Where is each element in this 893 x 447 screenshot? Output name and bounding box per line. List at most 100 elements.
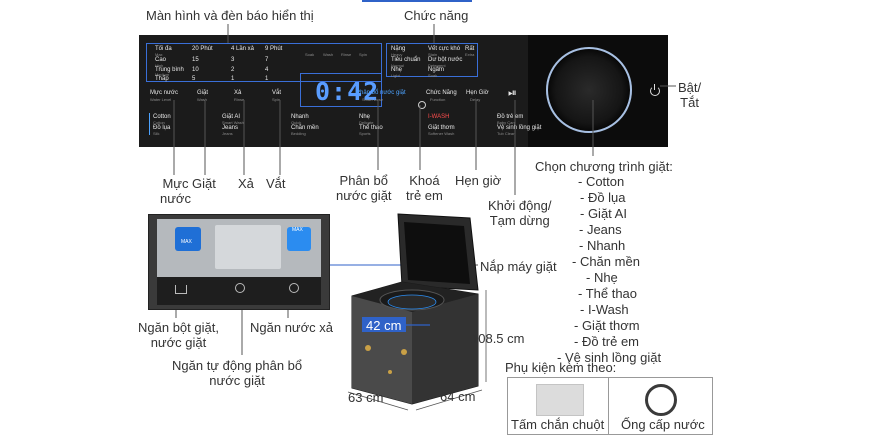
soak-3: 5 [192,76,196,82]
function-button-sub: Function [430,97,446,102]
prog-tub-clean[interactable]: Vệ sinh lồng giặt [497,125,542,131]
prog-bedding-sub: Bedding [291,131,306,136]
water-max-sub: Max [155,52,163,57]
callout-powder-2: nước giặt [150,335,207,350]
max-mark-right: MAX [292,227,303,233]
function-outline [386,43,478,77]
prog-jeans[interactable]: Jeans [222,125,239,131]
prog-cotton[interactable]: Cotton [153,114,171,120]
function-button[interactable]: Chức Năng Function [426,90,460,104]
spin-button-label: Vắt [272,90,282,96]
wash-button[interactable]: Giặt Wash [197,90,221,104]
rinse-3: 1 [231,76,235,82]
callout-timer: Hẹn giờ [455,173,502,188]
callout-start-1: Khởi động/ [488,198,552,213]
func-normal-sub: Normal [391,63,404,68]
func-stain: Vết cực khó [428,46,461,52]
soak-2: 10 [192,67,199,73]
prog-delicate[interactable]: Nhẹ [359,114,371,120]
prog-ai[interactable]: Giặt AI [222,114,241,120]
prog-softener-sub: Softener Wash [428,131,455,136]
program-item: - Cotton [578,174,625,189]
rinse-button-sub: Rinse [234,97,245,102]
func-detergent: Dư bột nước [428,57,463,63]
width-dimension: 63 cm [348,390,384,405]
program-item: - Đồ lụa [580,190,626,205]
callout-start: Khởi động/ Tạm dừng [488,198,551,228]
func-light-sub: Light [391,73,400,78]
spin-2: 4 [265,67,269,73]
water-low: Thấp [155,76,169,82]
program-item: - Thể thao [578,286,638,301]
func-extra-sub: Extra [465,52,475,57]
func-stain-sub: Stain [428,52,438,57]
height-dimension: 108.5 cm [471,331,525,346]
spin-1: 7 [265,57,269,63]
water-level-button-sub: Water Level [150,97,172,102]
programs-title: Chọn chương trình giặt: [535,159,673,174]
callout-auto-dose-1: Ngăn tự động phân bổ [172,358,303,373]
water-level-button[interactable]: Mực nước Water Level [150,90,184,104]
accessory-mouse-guard-label: Tấm chắn chuột [511,417,605,432]
prog-baby[interactable]: Đồ trẻ em [497,114,524,120]
prog-bedding[interactable]: Chăn mền [291,125,319,131]
callout-auto-dose: Ngăn tự động phân bổ nước giặt [172,358,302,388]
program-item: - Jeans [579,222,622,237]
func-light: Nhẹ [391,67,403,73]
callout-start-2: Tạm dừng [489,213,550,228]
auto-dose-icon [235,283,245,293]
mini-wash: Wash [323,52,334,57]
program-item: - Nhanh [579,238,626,253]
function-button-label: Chức Năng [426,90,457,96]
program-item: - Giặt thơm [574,318,640,333]
wash-button-label: Giặt [197,90,209,96]
mouse-guard-image [536,384,584,416]
callout-spin: Vắt [266,176,286,191]
water-high-sub: High [155,63,164,68]
callout-softener: Ngăn nước xả [250,320,333,335]
spin-button[interactable]: Vắt Spin [272,90,292,104]
smart-dose-button[interactable]: Phân bổ nước giặt Smart Dose [356,90,406,104]
detergent-drawer: MAX MAX [148,214,330,310]
rinse-2: 2 [231,67,235,73]
program-item: - Chăn mền [572,254,640,269]
callout-power-1: Bật/ [678,80,702,95]
func-heavy-sub: Heavy [391,52,403,57]
prog-softener[interactable]: Giặt thơm [428,125,455,131]
prog-iwash[interactable]: I-WASH [428,114,450,120]
prog-quick[interactable]: Nhanh [291,114,309,120]
prog-silk[interactable]: Đồ lụa [153,125,171,131]
water-high: Cao [155,57,167,63]
prog-tub-clean-sub: Tub Clean [497,131,516,136]
callout-wash: Giặt [192,176,216,191]
callout-smart-dose-1: Phân bổ [339,173,388,188]
prog-jeans-sub: Jeans [222,131,233,136]
top-divider [362,0,472,2]
spin-0: 9 Phút [265,46,283,52]
rinse-button-label: Xả [234,90,242,96]
prog-sports[interactable]: Thể thao [359,125,383,131]
lock-icon [418,101,426,109]
timer-button[interactable]: Hẹn Giờ Delay [466,90,492,104]
soak-0: 20 Phút [192,46,213,52]
timer-button-label: Hẹn Giờ [466,90,489,96]
play-pause-icon: ⏯ [508,86,517,99]
water-medium: Trung bình [155,67,184,73]
callout-auto-dose-2: nước giặt [209,373,265,388]
power-icon[interactable] [650,86,660,96]
program-item: - Giặt AI [580,206,627,221]
soak-1: 15 [192,57,199,63]
depth-dimension: 64 cm [440,389,476,404]
program-dial[interactable] [546,47,632,133]
accessory-water-hose-label: Ống cấp nước [621,417,705,432]
callout-rinse: Xả [238,176,254,191]
prog-silk-sub: Silk [153,131,160,136]
callout-water-level: Mực nước [160,176,191,206]
rinse-button[interactable]: Xả Rinse [234,90,254,104]
accessory-mouse-guard: Tấm chắn chuột [507,377,612,435]
softener-cup [287,227,311,251]
play-pause-button[interactable]: ⏯ [508,86,522,100]
drawer-front [157,277,321,305]
detergent-icon [175,285,187,294]
rinse-0: 4 Lần xả [231,46,255,52]
